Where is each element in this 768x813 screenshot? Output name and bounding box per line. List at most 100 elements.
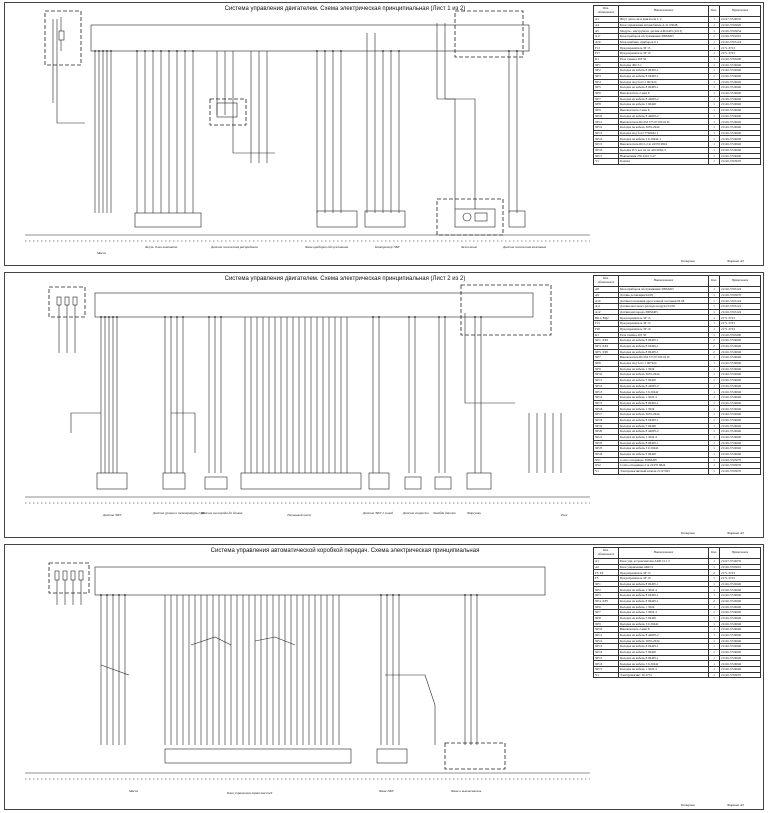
table-cell: Y1 bbox=[593, 158, 619, 165]
caption: Масса bbox=[129, 789, 139, 793]
caption: Реле bbox=[561, 513, 568, 517]
table-cell: 21126-3724040 bbox=[719, 450, 761, 458]
table-cell: 21126-3724040 bbox=[719, 371, 761, 378]
table-cell: 21126-3724040 bbox=[719, 72, 761, 80]
table-cell: 21126-3724040 bbox=[719, 118, 761, 126]
table-cell: 21126-3724040 bbox=[719, 445, 761, 452]
table-cell: 21126-3724040 bbox=[719, 112, 761, 120]
table-cell: 21126-3763124 bbox=[719, 297, 761, 305]
table-cell: 21126-3763200 bbox=[719, 331, 761, 339]
table-cell: 1 bbox=[708, 468, 720, 475]
column-header: Примечание bbox=[719, 275, 761, 287]
table-cell: 21126-3724040 bbox=[719, 377, 761, 384]
table-cell: 1 bbox=[708, 158, 720, 165]
column-header: Кол. bbox=[708, 547, 720, 559]
column-header: Поз. обозначение bbox=[593, 547, 619, 559]
schematic-sheet-1: Система управления двигателем. Схема эле… bbox=[4, 2, 764, 266]
table-cell: 21126-3763070 bbox=[719, 158, 761, 165]
component-table: Поз. обозначение Наименование Кол. Приме… bbox=[593, 5, 761, 165]
sheet-title: Система управления двигателем. Схема эле… bbox=[224, 276, 466, 282]
caption: Датчик уровня и температуры ОЖ bbox=[153, 511, 205, 515]
column-header: Наименование bbox=[618, 547, 709, 559]
table-cell: 21127-3724035 bbox=[719, 16, 761, 23]
table-header-row: Поз. обозначение Наименование Кол. Приме… bbox=[593, 275, 761, 287]
footer-copy: Копирова bbox=[681, 531, 695, 535]
table-cell: 21126-3724040 bbox=[719, 405, 761, 413]
table-cell: 2171-3723 bbox=[719, 320, 761, 327]
caption: Топливный насос bbox=[287, 513, 312, 517]
table-cell: 21126-3724040 bbox=[719, 411, 761, 418]
column-header: Поз. обозначение bbox=[593, 275, 619, 287]
table-cell: 21126-3724040 bbox=[719, 101, 761, 108]
table-cell: 2171-3723 bbox=[719, 314, 761, 322]
sheet-title: Система управления двигателем. Схема эле… bbox=[224, 6, 466, 12]
table-header-row: Поз. обозначение Наименование Кол. Приме… bbox=[593, 5, 761, 17]
caption: Датчик скорости bbox=[403, 511, 429, 515]
table-cell: 21126-3724040 bbox=[719, 382, 761, 390]
caption: Блок управления трансмиссией bbox=[227, 791, 273, 795]
column-header: Поз. обозначение bbox=[593, 5, 619, 17]
table-cell: Электромагнит 30 4772 bbox=[618, 671, 709, 679]
table-cell: 21126-3724040 bbox=[719, 422, 761, 430]
table-cell: 21126-3724040 bbox=[719, 107, 761, 114]
caption: Фаза приборов обслуживания bbox=[305, 245, 349, 249]
table-cell: 21126-3724040 bbox=[719, 354, 761, 361]
caption: Датчик положения коленвала bbox=[503, 245, 547, 249]
table-cell: 21126-3724040 bbox=[719, 84, 761, 91]
table-cell: 21126-3724040 bbox=[719, 348, 761, 356]
table-cell: 21126-3724040 bbox=[719, 416, 761, 424]
table-cell: 21126-3724040 bbox=[719, 394, 761, 401]
caption: Лямбда датчик bbox=[433, 511, 456, 515]
table-cell: 21126-3763070 bbox=[719, 456, 761, 464]
caption: Датчик кислорода до блоков bbox=[201, 511, 243, 515]
schematic-sheet-2: Система управления двигателем. Схема эле… bbox=[4, 272, 764, 538]
footer-format: Формат А3 bbox=[727, 259, 744, 263]
table-cell: Клапан bbox=[618, 158, 709, 165]
table-cell: 21126-3724040 bbox=[719, 439, 761, 447]
column-header: Наименование bbox=[618, 5, 709, 17]
table-cell: 21126-3763124 bbox=[719, 308, 761, 316]
table-cell: 21126-3724040 bbox=[719, 365, 761, 373]
table-cell: 21126-3763026 bbox=[719, 21, 761, 29]
caption: Фаза и выключатель bbox=[451, 789, 482, 793]
table-cell: 21126-3763124 bbox=[719, 303, 761, 310]
column-header: Кол. bbox=[708, 275, 720, 287]
table-cell: 21126-3724040 bbox=[719, 67, 761, 74]
